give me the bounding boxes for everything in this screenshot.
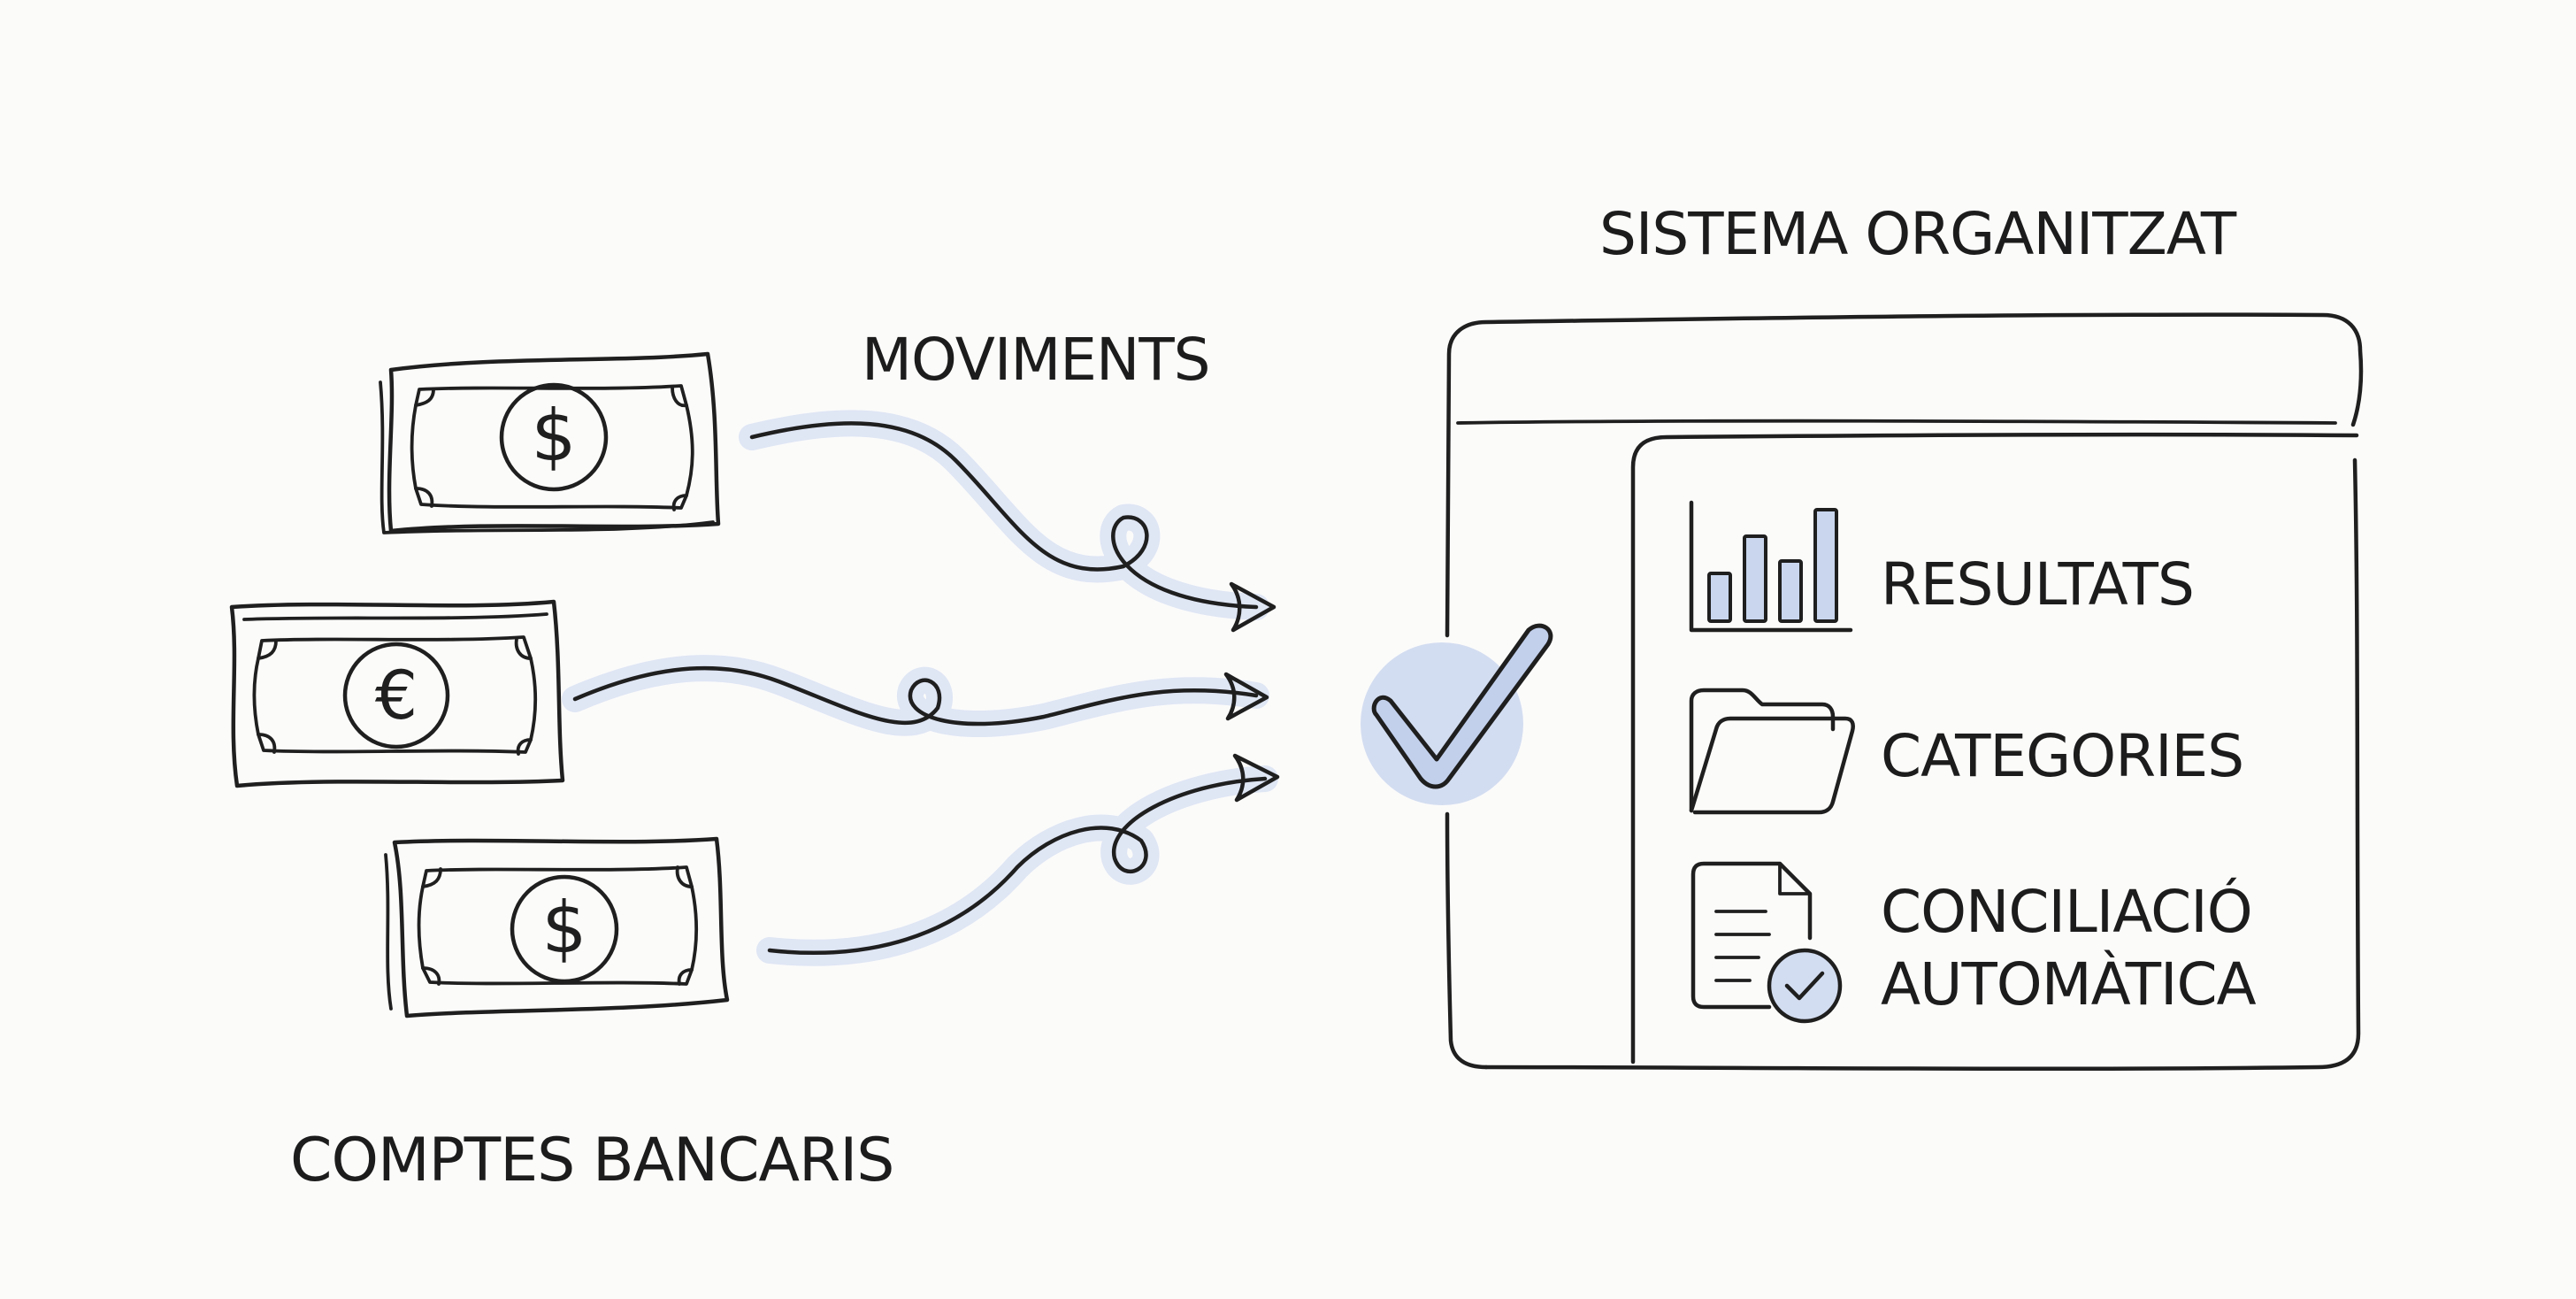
bar-chart-icon: [1689, 500, 1853, 633]
categories-label: CATEGORIES: [1881, 722, 2244, 790]
bank-accounts-label: COMPTES BANCARIS: [290, 1126, 894, 1195]
banknote-euro-middle-icon: €: [229, 599, 565, 788]
reconciliation-label-line1: CONCILIACIÓ: [1881, 878, 2253, 946]
reconciliation-label-line2: AUTOMÀTICA: [1881, 950, 2257, 1018]
banknote-symbol-1: $: [532, 395, 577, 477]
flow-arrows: [562, 410, 1280, 966]
banknote-symbol-3: $: [542, 887, 587, 969]
results-label: RESULTATS: [1881, 550, 2195, 619]
folder-icon: [1689, 688, 1855, 815]
banknote-symbol-2: €: [375, 656, 418, 734]
checkmark-icon: [1361, 623, 1553, 805]
document-check-icon: [1690, 861, 1843, 1024]
organized-system-label: SISTEMA ORGANITZAT: [1599, 200, 2236, 268]
banknote-dollar-bottom-icon: $: [384, 836, 730, 1018]
movements-label: MOVIMENTS: [862, 326, 1211, 394]
organized-system-window: [1445, 312, 2364, 1072]
banknote-dollar-top-icon: $: [379, 351, 721, 534]
